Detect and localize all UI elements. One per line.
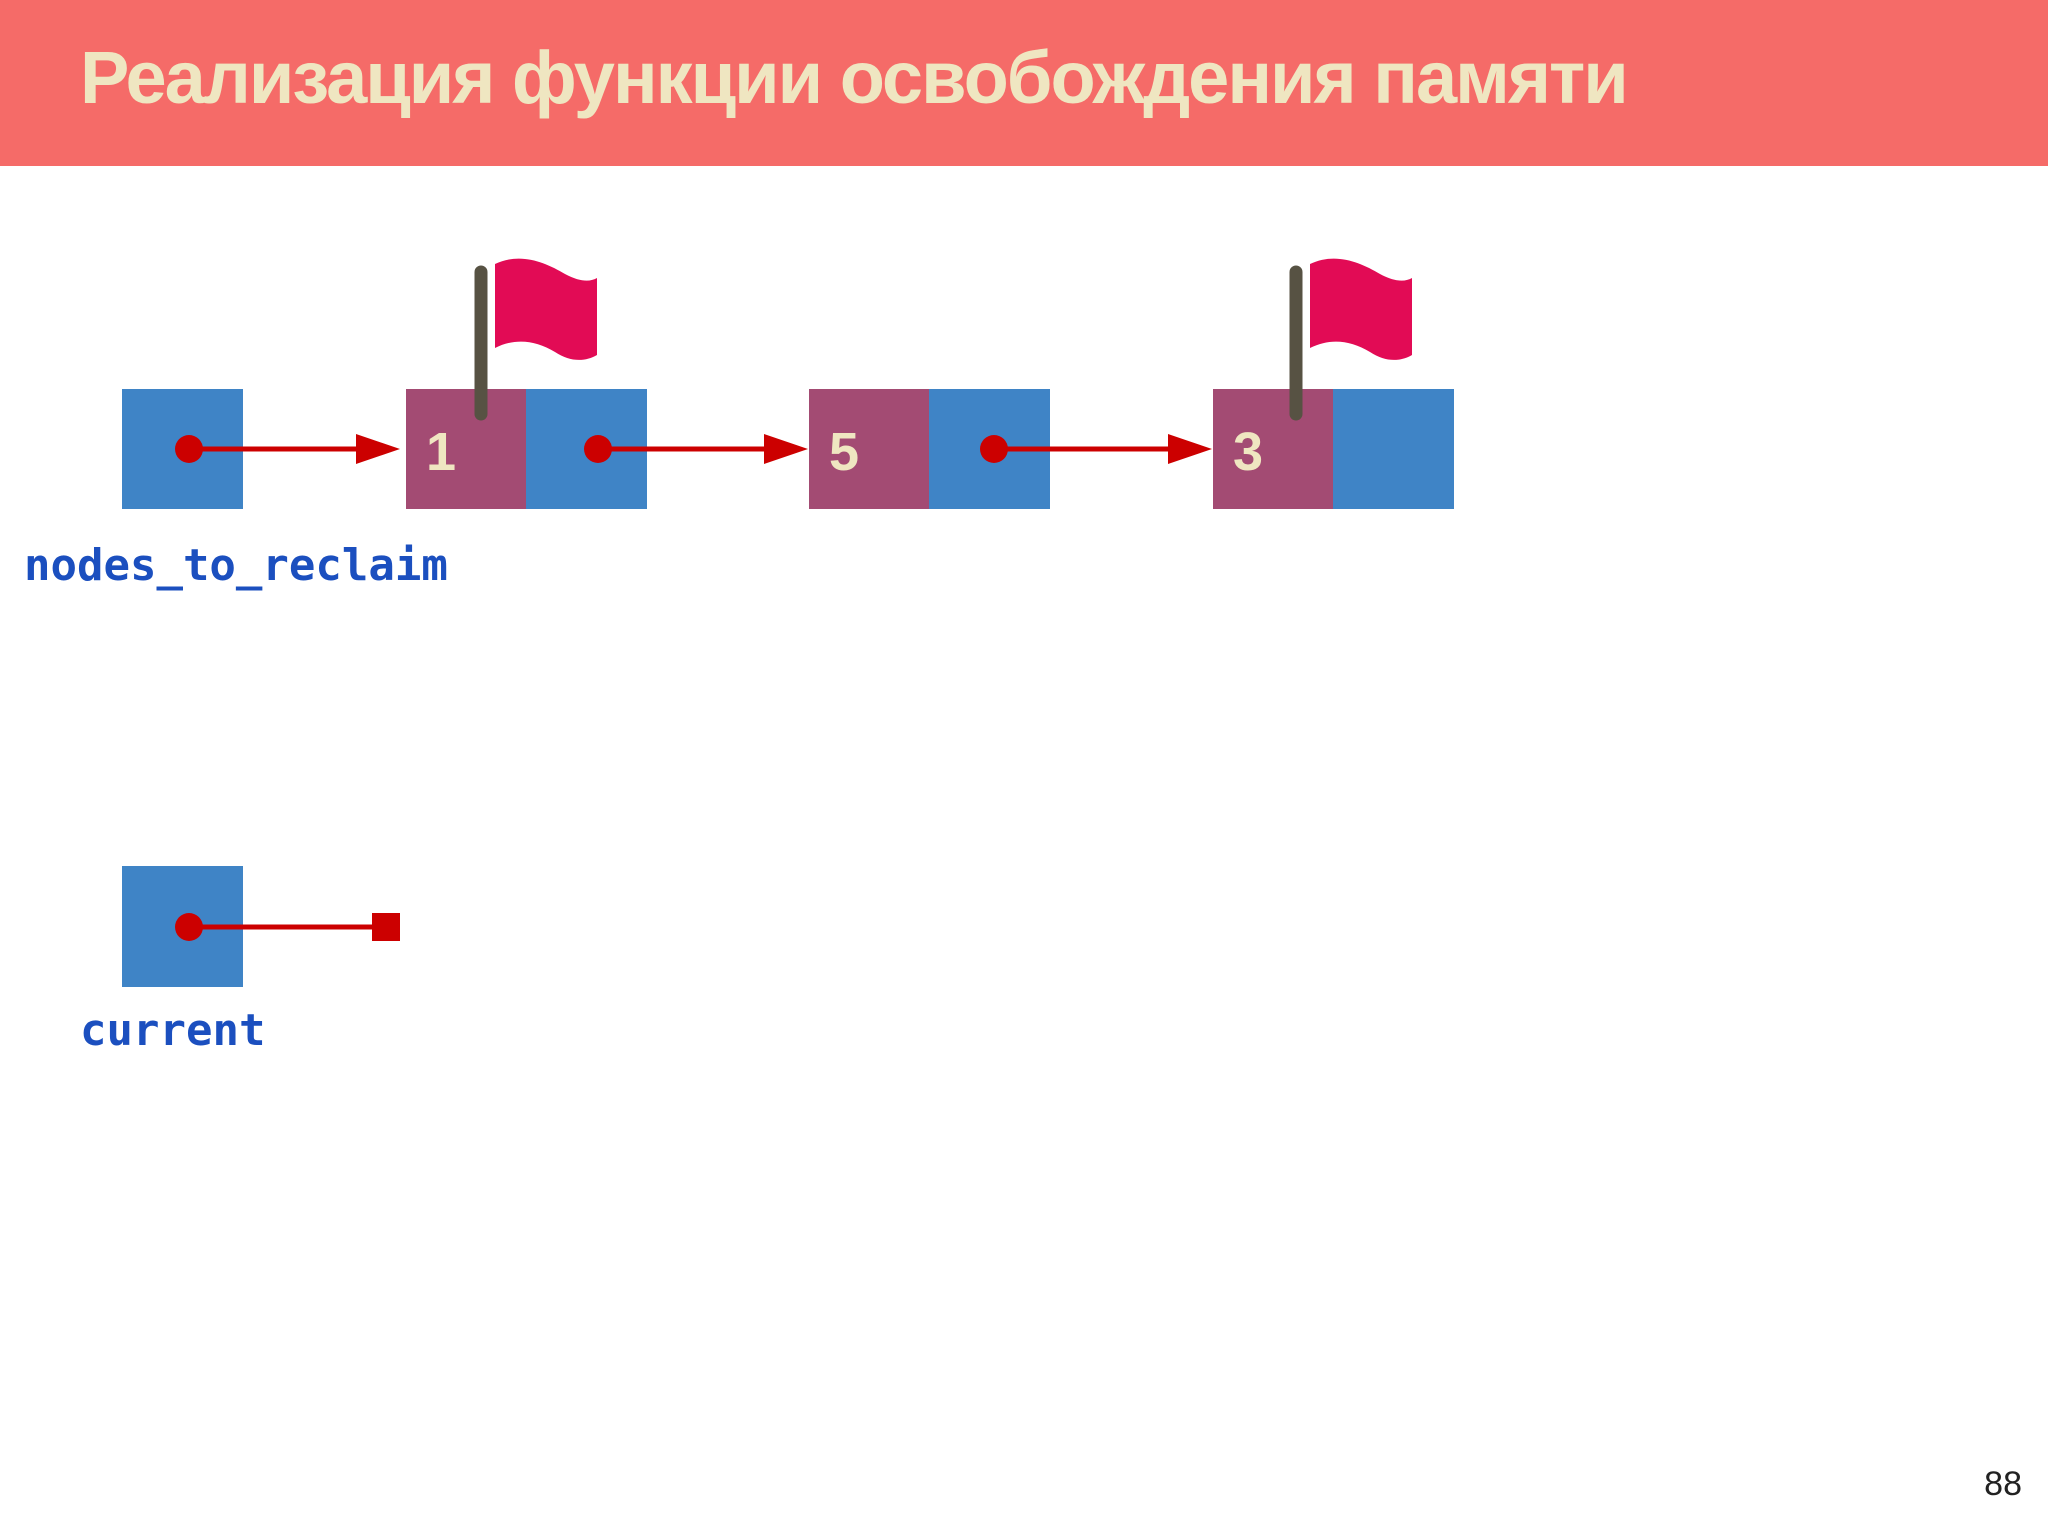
node-value: 1: [426, 422, 456, 482]
next-cell: [1333, 389, 1454, 509]
value-cell: [406, 389, 526, 509]
title-bar: Реализация функции освобождения памяти: [0, 0, 2048, 166]
pointer-dot: [175, 435, 203, 463]
variable-label-nodes-to-reclaim: nodes_to_reclaim: [24, 540, 448, 591]
slide-title: Реализация функции освобождения памяти: [80, 36, 1629, 119]
node-value: 5: [829, 422, 859, 482]
value-cell: [1213, 389, 1333, 509]
page-number: 88: [1984, 1465, 2022, 1503]
null-terminator: [372, 913, 400, 941]
arrow-head: [1168, 434, 1212, 464]
variable-label-current: current: [80, 1005, 265, 1056]
next-dot: [980, 435, 1008, 463]
current-pointer: [122, 866, 400, 987]
flag-icon: [474, 258, 597, 421]
value-cell: [809, 389, 929, 509]
list-node: 5: [809, 389, 1212, 509]
list-node: 3: [1213, 258, 1454, 509]
pointer-dot: [175, 913, 203, 941]
next-dot: [584, 435, 612, 463]
arrow-head: [356, 434, 400, 464]
flag-icon: [1289, 258, 1412, 421]
arrow-head: [764, 434, 808, 464]
node-value: 3: [1233, 422, 1263, 482]
nodes-to-reclaim-pointer: [122, 389, 400, 509]
list-node: 1: [406, 258, 808, 509]
